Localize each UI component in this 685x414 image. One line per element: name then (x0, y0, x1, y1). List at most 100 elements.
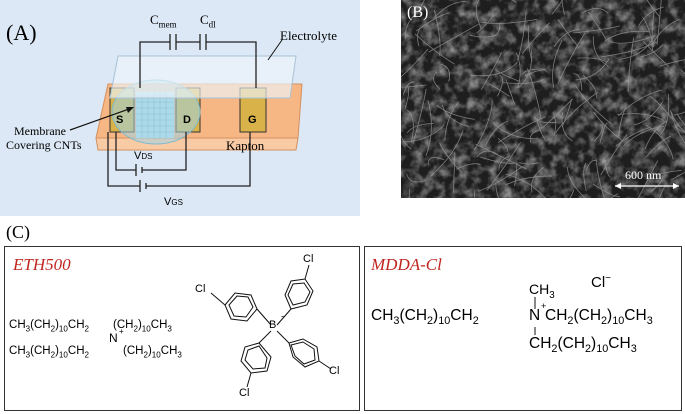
cnt-fiber (659, 170, 682, 175)
c-mem-label: Cmem (150, 12, 177, 30)
kapton-substrate-side (95, 137, 299, 151)
cnt-fiber (561, 0, 565, 16)
eth500-boron-charge: - (281, 311, 284, 321)
panel-b-label: (B) (407, 4, 429, 21)
eth500-chain-lower-left: CH3(CH2)10CH2 (9, 345, 89, 360)
cnt-fiber (494, 68, 519, 82)
eth500-nitrogen-charge: + (119, 327, 124, 336)
cnt-fiber (434, 9, 441, 56)
cnt-fiber (557, 19, 579, 48)
mdda-bonds (534, 297, 536, 335)
cnt-fiber (495, 183, 500, 198)
cnt-fiber (407, 109, 414, 144)
mdda-nitrogen: N (529, 307, 541, 324)
mdda-main-right: CH2(CH2)10CH3 (545, 307, 653, 328)
cnt-fiber (561, 112, 573, 142)
cnt-fiber (592, 183, 621, 198)
cnt-fiber (492, 122, 539, 140)
cnt-fiber (642, 40, 669, 67)
cnt-fiber (542, 98, 573, 129)
cnt-fiber (402, 84, 427, 88)
cnt-fiber (573, 25, 620, 34)
cnt-fiber (676, 113, 685, 126)
cnt-fiber (618, 34, 656, 60)
cnt-fiber (430, 129, 464, 177)
cnt-fiber (404, 87, 410, 110)
cnt-fiber (480, 19, 538, 24)
mdda-lower-chain: CH2(CH2)10CH3 (529, 335, 637, 356)
cnt-fiber (608, 35, 655, 44)
cnt-fiber (470, 61, 518, 77)
cnt-fiber (402, 81, 414, 96)
cnt-fiber (674, 111, 685, 116)
cnt-fiber (527, 25, 533, 62)
cnt-fiber (618, 89, 662, 117)
cnt-fiber (600, 134, 628, 176)
eth500-chain-upper-right: (CH2)10CH3 (113, 319, 172, 334)
cnt-fiber (480, 52, 502, 91)
source-label: S (116, 114, 124, 126)
cnt-fiber (573, 73, 583, 91)
cnt-fiber (574, 84, 613, 125)
eth500-cl-lower-right: Cl (329, 365, 340, 377)
cnt-fiber (645, 124, 674, 160)
panel-c-label: (C) (6, 222, 30, 242)
cnt-fiber (671, 171, 685, 181)
eth500-nitrogen: N (109, 331, 118, 345)
cnt-fiber (660, 93, 670, 135)
device-schematic-drawing (69, 34, 303, 192)
cnt-fiber (492, 23, 501, 38)
cnt-fiber (489, 83, 510, 97)
cnt-fiber (505, 79, 516, 106)
cnt-fiber (637, 6, 664, 27)
cnt-fiber (582, 74, 598, 98)
eth500-cl-upper-left: Cl (195, 283, 206, 295)
cnt-fiber (406, 173, 427, 183)
cnt-fiber (497, 116, 546, 143)
cnt-fiber (497, 74, 503, 97)
cnt-fiber (615, 127, 650, 147)
cnt-fiber (419, 0, 425, 10)
cnt-fiber (604, 161, 611, 177)
panel-a-device-schematic: (A) Cmem Cdl Electrolyte S D G Membrane … (0, 0, 360, 216)
cnt-fiber (645, 135, 672, 158)
cnt-fiber (405, 8, 422, 39)
bias-circuit (107, 132, 251, 192)
vgs-label: VGS (164, 196, 183, 208)
cnt-fiber (617, 113, 664, 121)
cnt-fiber (428, 23, 479, 53)
cnt-fiber (522, 68, 547, 75)
mdda-chloride: Cl− (591, 273, 612, 291)
cnt-fiber (514, 161, 518, 187)
cnt-fiber (561, 99, 572, 128)
cnt-fiber (441, 104, 469, 127)
cnt-fiber (473, 100, 493, 151)
cnt-fiber (504, 175, 553, 186)
panel-c-mdda-cl: MDDA-Cl CH3 Cl− CH3(CH2)10CH2 N + CH2(CH… (364, 246, 682, 411)
scalebar-label: 600 nm (625, 168, 662, 182)
cnt-fiber (604, 30, 649, 42)
cnt-fiber (551, 0, 564, 15)
cnt-fiber (567, 167, 586, 198)
cnt-fiber (552, 40, 563, 88)
cnt-fiber (623, 125, 665, 147)
cnt-fiber (593, 111, 624, 142)
cnt-fiber (633, 100, 664, 126)
cnt-fiber (402, 124, 445, 143)
cnt-fiber (527, 68, 542, 118)
eth500-title: ETH500 (13, 255, 71, 274)
mdda-title: MDDA-Cl (371, 255, 442, 274)
panel-b-sem-image: (B) 600 nm (401, 0, 685, 198)
panel-a-label: (A) (6, 20, 37, 45)
cnt-fiber (408, 188, 411, 198)
cnt-fiber (401, 134, 412, 150)
cnt-network-texture (401, 0, 685, 198)
capacitor-circuit (139, 34, 257, 88)
cnt-fiber (595, 158, 605, 198)
mdda-methyl: CH3 (529, 281, 555, 301)
cnt-fiber (406, 123, 434, 134)
cnt-fiber (552, 112, 557, 135)
cnt-fiber (577, 57, 607, 63)
cnt-fiber (524, 69, 548, 76)
cnt-fiber (651, 11, 655, 53)
